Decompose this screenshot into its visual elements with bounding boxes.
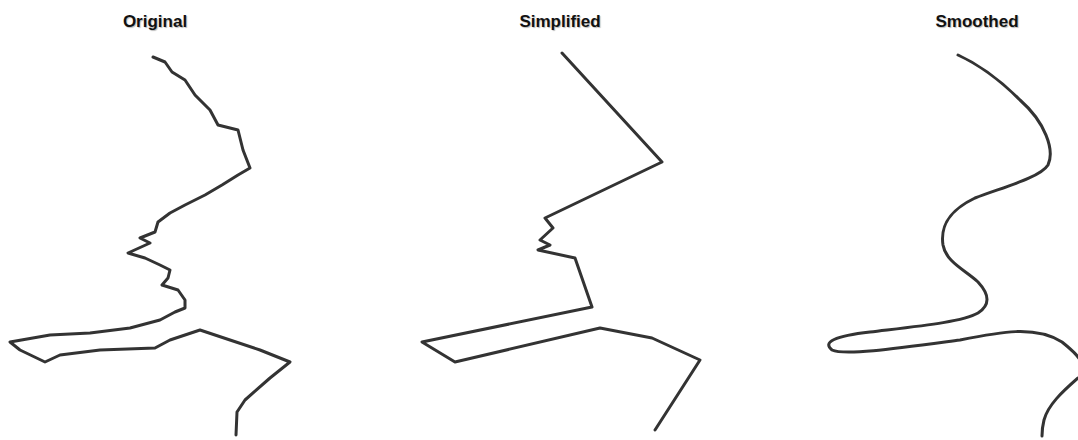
smoothed-line (829, 55, 1078, 360)
panel-title: Original (123, 12, 187, 32)
smoothed-line-tail (1042, 378, 1078, 436)
panel-title: Simplified (519, 12, 600, 32)
simplified-line (422, 53, 700, 430)
panel-title: Smoothed (935, 12, 1018, 32)
original-line (10, 57, 290, 435)
